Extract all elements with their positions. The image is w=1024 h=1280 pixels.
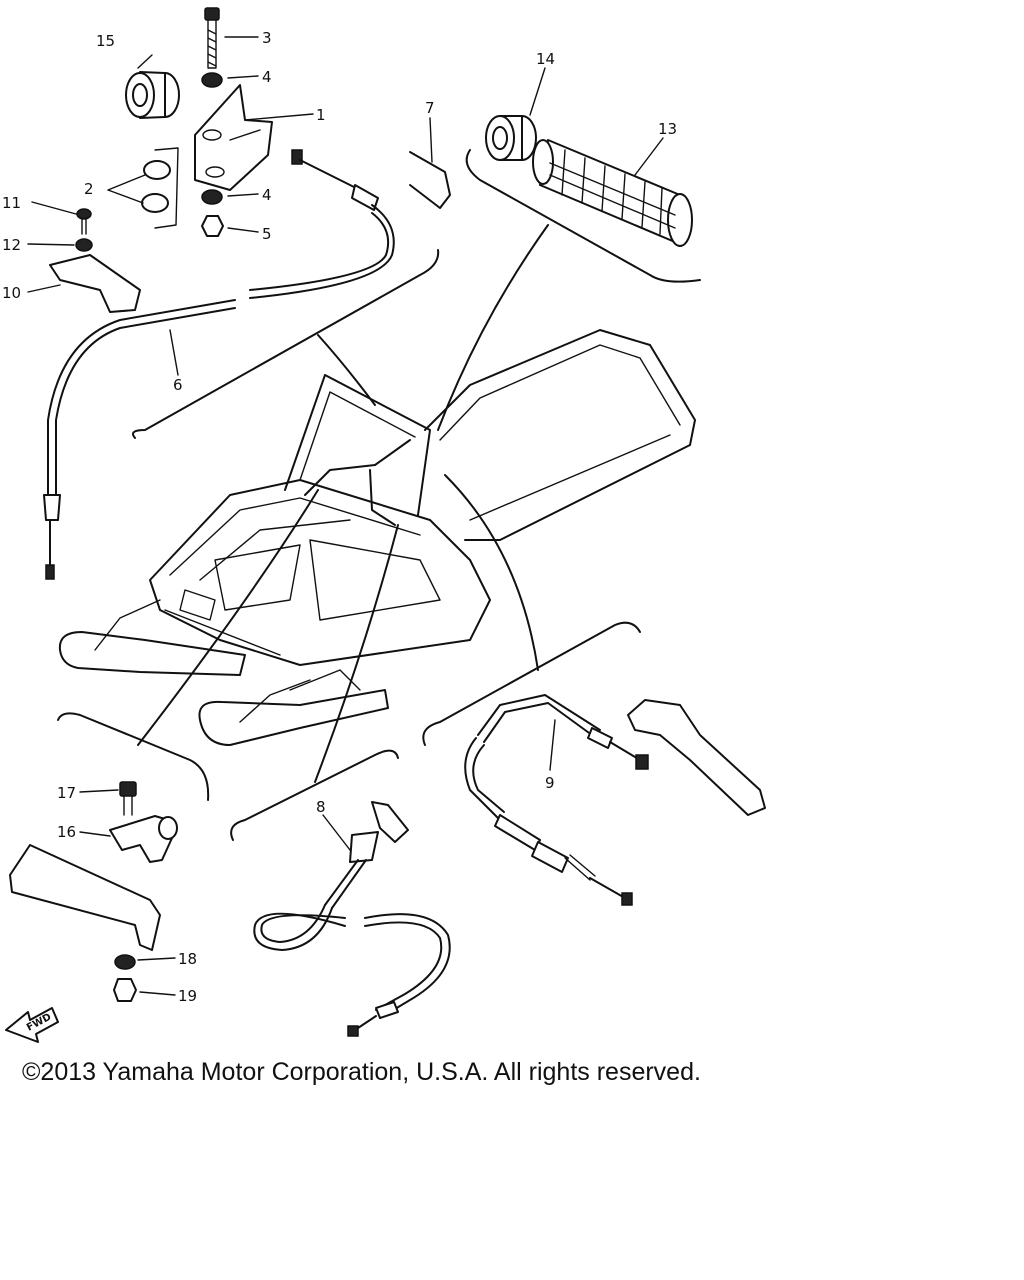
part-7-clip: [409, 151, 451, 209]
leader-arc-lever: [444, 474, 539, 671]
part-13-grip: [532, 139, 693, 247]
callout-17: 17: [57, 784, 76, 802]
callout-4-top: 4: [262, 68, 272, 86]
callout-13: 13: [658, 120, 677, 138]
part-4-washer-top: [201, 72, 223, 88]
part-4-washer-bottom: [201, 189, 223, 205]
callout-7: 7: [425, 99, 435, 117]
callout-4-bottom: 4: [262, 186, 272, 204]
part-8-throttle-cable: [253, 801, 451, 1037]
callout-8: 8: [316, 798, 326, 816]
callout-19: 19: [178, 987, 197, 1005]
callout-3: 3: [262, 29, 272, 47]
part-5-nut: [201, 215, 224, 237]
parts-diagram: 15 3 4 1 2 4 5 11 12 10 6 7 14 13 9 8 17…: [2, 7, 766, 1043]
part-15-grip-end: [125, 71, 180, 119]
part-9-brake-cable: [464, 694, 649, 906]
callout-9: 9: [545, 774, 555, 792]
callout-12: 12: [2, 236, 21, 254]
group-bracket-throttle: [230, 749, 399, 841]
brake-lever: [627, 699, 766, 816]
callout-leaders: [27, 36, 664, 996]
part-2-bushings: [141, 147, 179, 229]
callout-5: 5: [262, 225, 272, 243]
part-18-washer: [114, 954, 136, 970]
leader-arc-throttle: [314, 524, 399, 783]
part-17-bolt: [119, 781, 137, 816]
callout-11: 11: [2, 194, 21, 212]
part-1-bracket: [194, 84, 273, 191]
callout-10: 10: [2, 284, 21, 302]
callout-15: 15: [96, 32, 115, 50]
part-6-cable: [43, 149, 395, 580]
callout-6: 6: [173, 376, 183, 394]
group-bracket-cable: [132, 249, 440, 439]
fwd-arrow-icon: FWD: [5, 1007, 59, 1043]
part-10-clamp: [49, 254, 141, 313]
group-bracket-grip: [465, 149, 701, 283]
part-11-screw: [76, 208, 92, 235]
part-19-nut: [113, 978, 137, 1002]
leader-arc-hinge: [137, 489, 319, 746]
leader-arc-grip: [437, 224, 549, 431]
part-14-collar: [485, 115, 537, 161]
callout-2: 2: [84, 180, 94, 198]
group-bracket-hinge: [57, 712, 210, 801]
snowmobile-illustration: [58, 329, 696, 746]
copyright-notice: ©2013 Yamaha Motor Corporation, U.S.A. A…: [22, 1058, 701, 1086]
callout-14: 14: [536, 50, 555, 68]
hinge-plate: [9, 844, 161, 951]
group-bracket-lever: [422, 621, 641, 746]
part-16-hinge-knob: [158, 816, 178, 840]
callout-1: 1: [316, 106, 326, 124]
part-12-washer: [75, 238, 93, 252]
callout-16: 16: [57, 823, 76, 841]
leader-arc-cable: [317, 334, 376, 406]
callout-18: 18: [178, 950, 197, 968]
part-3-bolt: [204, 7, 220, 69]
